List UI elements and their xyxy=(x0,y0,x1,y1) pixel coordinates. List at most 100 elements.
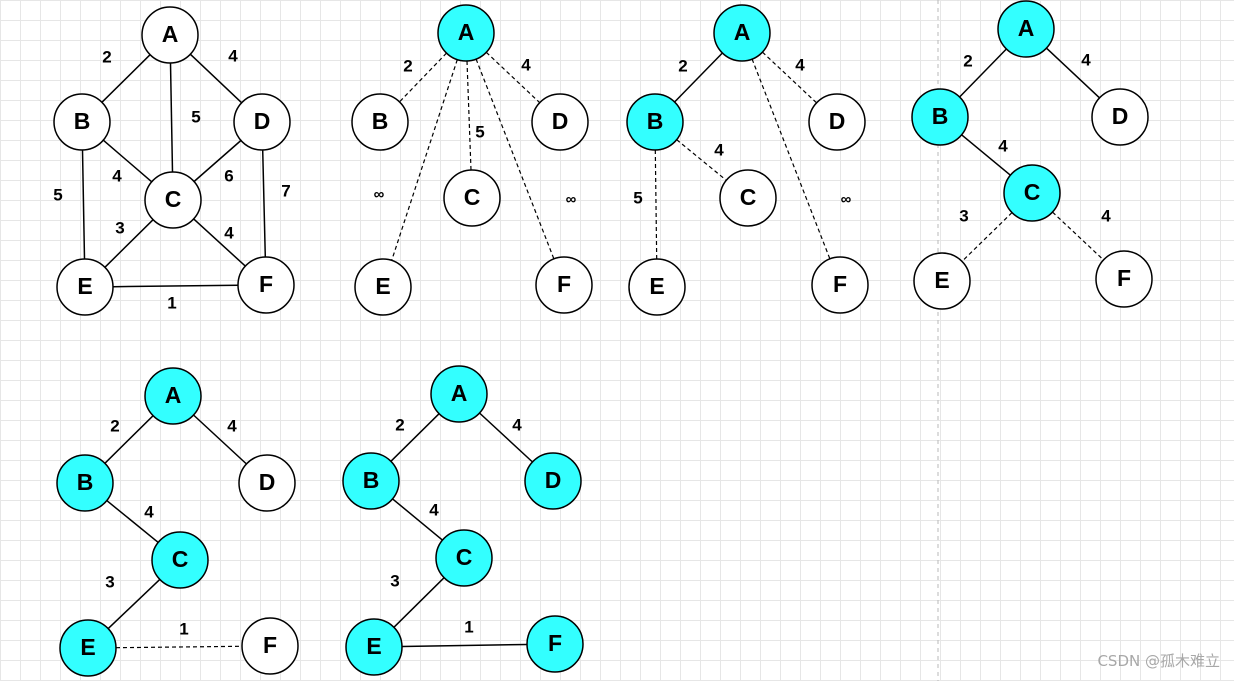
edge-a-d xyxy=(189,53,243,104)
node-circle xyxy=(151,531,209,589)
edge-a-e xyxy=(391,59,458,261)
edge-weight-b-c: 4 xyxy=(144,502,154,521)
node-circle xyxy=(144,171,202,229)
node-label: A xyxy=(1018,15,1035,41)
node-label: E xyxy=(77,273,92,299)
edge-weight-b-c: 4 xyxy=(429,500,439,519)
node-b: B xyxy=(56,454,114,512)
node-label: F xyxy=(557,271,571,297)
node-circle xyxy=(351,93,409,151)
edge-weight-a-d: 4 xyxy=(227,416,237,435)
node-b: B xyxy=(626,93,684,151)
node-c: C xyxy=(443,169,501,227)
edge-weight-a-c: 5 xyxy=(191,107,200,126)
node-circle xyxy=(713,4,771,62)
edge-weight-a-b: 2 xyxy=(395,415,404,434)
edge-weight-a-f: ∞ xyxy=(841,191,852,208)
node-e: E xyxy=(354,258,412,316)
edge-c-e xyxy=(393,577,445,628)
node-f: F xyxy=(526,615,584,673)
edge-a-b xyxy=(104,415,154,464)
node-circle xyxy=(628,258,686,316)
watermark: CSDN @孤木难立 xyxy=(1097,652,1220,670)
node-circle xyxy=(911,88,969,146)
node-label: F xyxy=(548,630,562,656)
node-label: A xyxy=(162,21,179,47)
edge-weight-b-e: 5 xyxy=(53,185,62,204)
edge-weight-a-b: 2 xyxy=(403,56,412,75)
node-circle xyxy=(144,367,202,425)
node-f: F xyxy=(241,617,299,675)
edge-weight-d-f: 7 xyxy=(281,181,290,200)
edge-b-c xyxy=(392,498,443,541)
node-label: B xyxy=(372,108,389,134)
node-e: E xyxy=(345,618,403,676)
node-label: A xyxy=(458,19,475,45)
edge-c-e xyxy=(107,578,161,630)
edge-c-f xyxy=(193,218,246,267)
edge-weight-c-f: 4 xyxy=(224,223,234,242)
edge-weight-e-f: 1 xyxy=(464,617,473,636)
node-circle xyxy=(53,93,111,151)
edge-a-f xyxy=(475,58,555,260)
node-d: D xyxy=(531,93,589,151)
edge-weight-a-d: 4 xyxy=(512,415,522,434)
edge-weight-a-b: 2 xyxy=(110,416,119,435)
node-circle xyxy=(997,0,1055,58)
node-f: F xyxy=(1095,250,1153,308)
edge-e-f xyxy=(401,643,528,648)
node-label: C xyxy=(172,546,189,572)
edge-weight-a-d: 4 xyxy=(795,55,805,74)
node-f: F xyxy=(237,256,295,314)
node-circle xyxy=(531,93,589,151)
node-circle xyxy=(443,169,501,227)
node-label: C xyxy=(464,184,481,210)
node-label: B xyxy=(932,103,949,129)
node-circle xyxy=(345,618,403,676)
node-label: B xyxy=(77,469,94,495)
node-a: A xyxy=(713,4,771,62)
node-circle xyxy=(811,256,869,314)
node-label: A xyxy=(451,380,468,406)
node-label: A xyxy=(734,19,751,45)
edge-weight-a-f: ∞ xyxy=(566,191,577,208)
node-circle xyxy=(430,365,488,423)
edge-e-f xyxy=(112,284,239,288)
node-circle xyxy=(233,93,291,151)
node-circle xyxy=(56,258,114,316)
node-circle xyxy=(437,4,495,62)
node-c: C xyxy=(435,529,493,587)
node-b: B xyxy=(53,93,111,151)
edge-weight-c-f: 4 xyxy=(1101,206,1111,225)
edge-a-d xyxy=(1045,47,1101,99)
node-f: F xyxy=(811,256,869,314)
node-circle xyxy=(524,452,582,510)
edge-c-e xyxy=(961,212,1013,262)
node-label: E xyxy=(649,273,664,299)
node-label: E xyxy=(375,273,390,299)
edge-c-f xyxy=(1052,211,1104,261)
node-e: E xyxy=(913,252,971,310)
edge-a-b xyxy=(959,48,1007,98)
node-label: C xyxy=(740,184,757,210)
node-label: E xyxy=(934,267,949,293)
node-circle xyxy=(237,256,295,314)
edge-weight-a-b: 2 xyxy=(678,56,687,75)
node-label: E xyxy=(366,633,381,659)
edge-weight-a-d: 4 xyxy=(228,46,238,65)
node-label: F xyxy=(1117,265,1131,291)
node-a: A xyxy=(437,4,495,62)
node-a: A xyxy=(430,365,488,423)
node-c: C xyxy=(719,169,777,227)
node-label: C xyxy=(456,544,473,570)
node-circle xyxy=(1091,88,1149,146)
node-e: E xyxy=(628,258,686,316)
edge-c-e xyxy=(104,219,154,268)
edge-weight-a-c: 5 xyxy=(475,122,484,141)
node-circle xyxy=(238,454,296,512)
